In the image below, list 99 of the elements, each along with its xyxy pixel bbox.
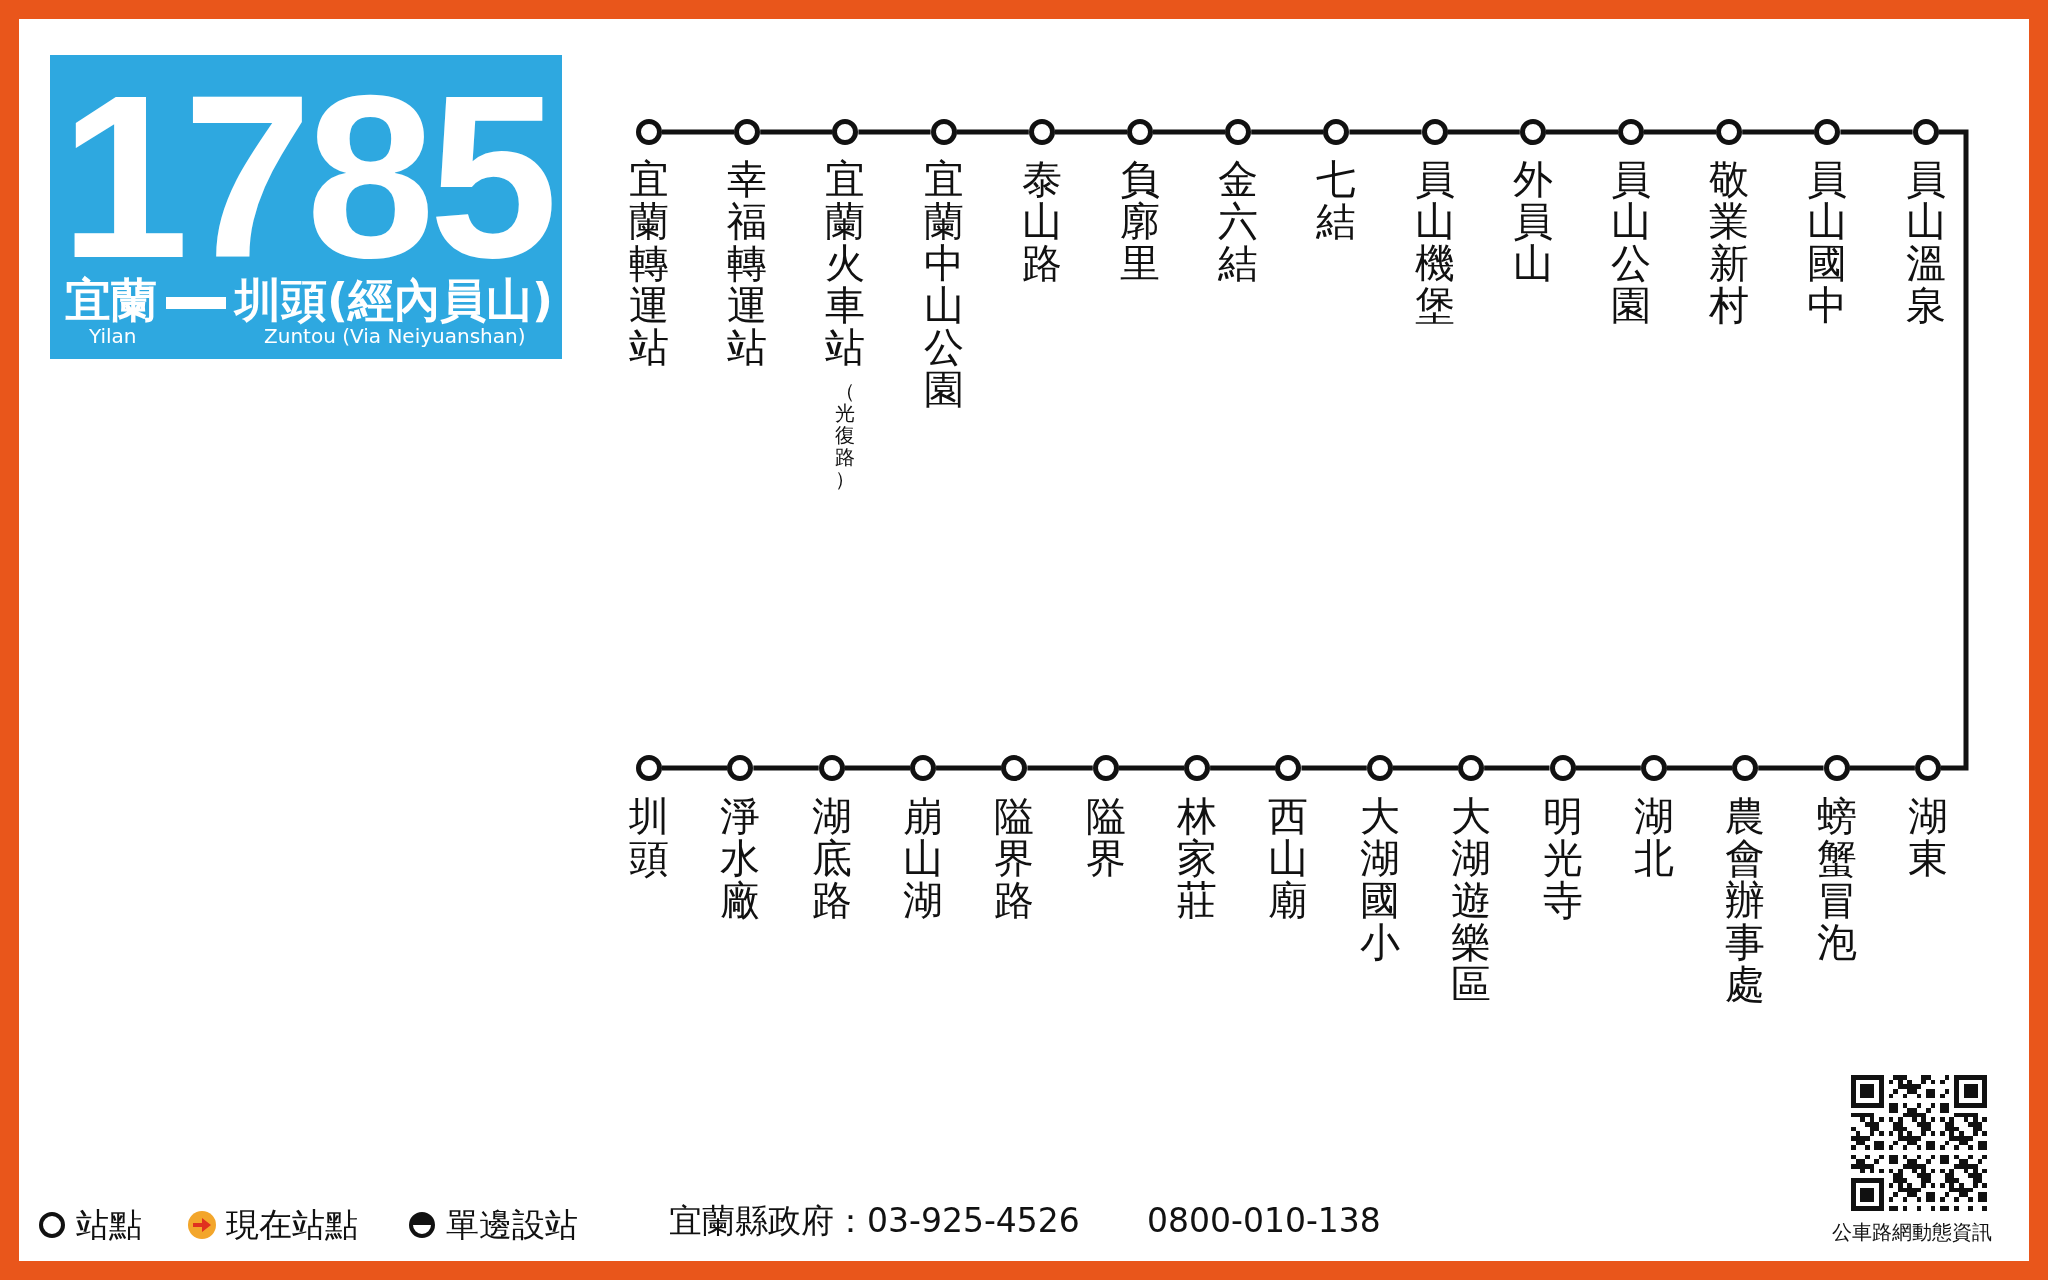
stop-name: 湖底路 [811, 795, 852, 921]
stop-name: 湖北 [1633, 795, 1674, 879]
stop-circle [1716, 119, 1743, 145]
route-line [1938, 129, 1969, 771]
route-number: 1785 [58, 84, 554, 270]
stop-circle [818, 755, 845, 781]
stop-name: 泰山路 [1021, 158, 1062, 284]
stop-circle [1823, 755, 1850, 781]
stop-name: 隘界 [1085, 795, 1126, 879]
stop-circle [727, 755, 754, 781]
stop-name: 宜蘭轉運站 [629, 158, 669, 368]
stop-circle [1127, 119, 1153, 145]
legend-label: 現在站點 [226, 1207, 358, 1244]
route-line [662, 129, 735, 135]
stop-name: 大湖國小 [1359, 795, 1400, 963]
stop-circle [930, 119, 957, 145]
stop-name: 大湖遊樂區 [1451, 795, 1492, 1005]
stop-name: 圳頭 [629, 795, 669, 879]
contact-phone-text: 0800-010-138 [1147, 1203, 1381, 1240]
stop-circle [910, 755, 937, 781]
stop-circle [1814, 119, 1841, 145]
route-header-panel [50, 55, 562, 359]
stop-name: 員山機堡 [1414, 158, 1455, 326]
route-line [1301, 765, 1367, 771]
origin-name: 宜蘭 [65, 277, 157, 323]
route-line [1666, 765, 1733, 771]
stop-name: 宜蘭中山公園 [923, 158, 964, 410]
stop-name: 湖東 [1907, 795, 1948, 879]
legend-label: 站點 [76, 1207, 142, 1244]
stop-circle [1323, 119, 1350, 145]
stop-name: 負廓里 [1120, 158, 1160, 284]
route-line [1447, 129, 1520, 135]
stop-circle [1225, 119, 1252, 145]
stop-name: 敬業新村 [1709, 158, 1750, 326]
route-line [1644, 129, 1717, 135]
stop-name: 淨水廠 [720, 795, 761, 921]
route-line [1392, 765, 1459, 771]
stop-name: 員山溫泉 [1905, 158, 1946, 326]
route-line [1849, 765, 1915, 771]
route-line [1210, 765, 1276, 771]
route-line [956, 129, 1029, 135]
stop-circle [1275, 755, 1302, 781]
route-line [1758, 765, 1824, 771]
route-line [753, 765, 819, 771]
stop-name: 金六結 [1218, 158, 1259, 284]
stop-circle [734, 119, 761, 145]
route-line [1575, 765, 1641, 771]
route-line [662, 765, 728, 771]
stop-circle [832, 119, 859, 145]
stop-circle [1549, 755, 1576, 781]
stop-note: （光復路） [835, 380, 856, 490]
stop-name: 崩山湖 [903, 795, 944, 921]
stop-name: 農會辦事處 [1725, 795, 1766, 1005]
stop-name: 員山公園 [1611, 158, 1651, 326]
route-line [1251, 129, 1324, 135]
stop-circle [636, 119, 662, 145]
destination-english-name: Zuntou (Via Neiyuanshan) [264, 326, 526, 346]
route-line [1349, 129, 1422, 135]
stop-circle [1001, 755, 1028, 781]
stop-circle [1912, 119, 1939, 145]
stop-circle [1184, 755, 1211, 781]
stop-circle [1458, 755, 1485, 781]
route-line [844, 765, 911, 771]
stop-circle [1421, 119, 1448, 145]
stop-circle [1366, 755, 1393, 781]
route-line [1153, 129, 1226, 135]
stop-name: 螃蟹冒泡 [1816, 795, 1857, 963]
route-line [760, 129, 833, 135]
route-line [1840, 129, 1913, 135]
stop-name: 明光寺 [1542, 795, 1583, 921]
legend-label: 單邊設站 [446, 1207, 578, 1244]
route-line [858, 129, 931, 135]
route-line [1484, 765, 1550, 771]
stop-name: 宜蘭火車站 [825, 158, 866, 368]
route-line [1054, 129, 1127, 135]
contact-phone-text: 宜蘭縣政府：03-925-4526 [669, 1203, 1080, 1240]
stop-name: 外員山 [1512, 158, 1553, 284]
stop-name: 七結 [1316, 158, 1357, 242]
route-line [936, 765, 1002, 771]
route-line [1118, 765, 1185, 771]
stop-circle [1914, 755, 1941, 781]
stop-name: 林家莊 [1177, 795, 1218, 921]
stop-circle [636, 755, 662, 781]
origin-english-name: Yilan [89, 326, 137, 346]
stop-name: 員山國中 [1807, 158, 1848, 326]
destination-name: 圳頭(經內員山) [235, 277, 554, 323]
route-line [1027, 765, 1093, 771]
stop-circle [1618, 119, 1644, 145]
stop-circle [1092, 755, 1119, 781]
stop-name: 幸福轉運站 [727, 158, 768, 368]
stop-circle [1028, 119, 1055, 145]
stop-name: 西山廟 [1268, 795, 1309, 921]
route-line [1545, 129, 1618, 135]
stop-name: 隘界路 [994, 795, 1035, 921]
route-line [1742, 129, 1815, 135]
qr-code-caption: 公車路網動態資訊 [1832, 1221, 1992, 1243]
stop-circle [1519, 119, 1546, 145]
stop-circle [1640, 755, 1667, 781]
stop-circle [1732, 755, 1759, 781]
